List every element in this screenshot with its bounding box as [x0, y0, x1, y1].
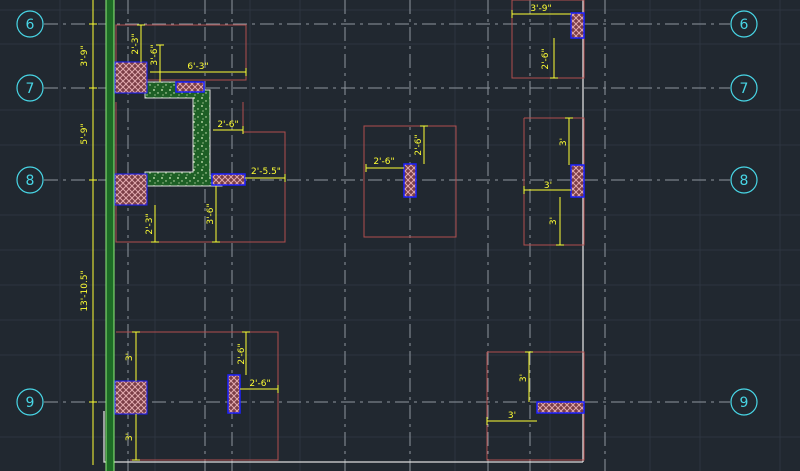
grid-label-8-right: 8 — [740, 173, 749, 189]
dim-3-9-right: 3'-9" — [530, 4, 551, 14]
dim-2-6-mid: 2'-6" — [217, 120, 238, 130]
dim-5-9-left: 5'-9" — [80, 123, 90, 144]
grid-bubble-6-right[interactable] — [730, 10, 758, 38]
dim-2-6-center-h: 2'-6" — [373, 157, 394, 167]
column-9-right — [536, 401, 585, 414]
dim-2-3-top: 2'-3" — [131, 33, 141, 54]
column-8-right — [570, 164, 585, 198]
grid-label-7-right: 7 — [740, 81, 749, 97]
column-7-wall — [114, 61, 148, 94]
dim-3-right-mid: 3' — [544, 181, 552, 191]
column-8-center — [403, 163, 417, 198]
dim-3-right-up: 3' — [559, 138, 569, 146]
dim-2-5-5: 2'-5.5" — [251, 167, 281, 177]
dim-2-6-bottom-v: 2'-6" — [237, 343, 247, 364]
dim-2-3-low: 2'-3" — [145, 213, 155, 234]
column-8-interior — [211, 173, 246, 186]
grid-bubble-9-right[interactable] — [730, 388, 758, 416]
dim-3-6-low: 3'-6" — [206, 203, 216, 224]
dim-3-br-v: 3' — [519, 374, 529, 382]
dim-3-bl-up: 3' — [125, 353, 135, 361]
dimension-lines — [89, 0, 573, 465]
footing-top-left — [115, 24, 247, 81]
dim-2-6-bottom-h: 2'-6" — [249, 379, 270, 389]
grid-label-8-left: 8 — [26, 173, 35, 189]
grid-bubbles — [16, 10, 758, 416]
footing-outlines — [115, 0, 585, 461]
grid-bubble-labels: 6 7 8 9 6 7 8 9 — [26, 17, 749, 411]
grid-label-6-right: 6 — [740, 17, 749, 33]
dimension-labels: 3'-9" 5'-9" 13'-10.5" 2'-3" 3'-6" 6'-3" … — [80, 4, 569, 441]
interior-wall — [144, 81, 223, 187]
grid-bubble-9-left[interactable] — [16, 388, 44, 416]
footing-mid-right — [523, 117, 585, 246]
grid-label-9-left: 9 — [26, 395, 35, 411]
dim-3-9-left: 3'-9" — [80, 45, 90, 66]
dim-2-6-right: 2'-6" — [541, 48, 551, 69]
grid-label-6-left: 6 — [26, 17, 35, 33]
dim-6-3: 6'-3" — [187, 62, 208, 72]
grid-bubble-6-left[interactable] — [16, 10, 44, 38]
grid-bubble-7-right[interactable] — [730, 74, 758, 102]
footing-center — [363, 125, 457, 238]
grid-label-7-left: 7 — [26, 81, 35, 97]
columns — [114, 12, 585, 415]
dim-13-10-5-left: 13'-10.5" — [80, 270, 90, 311]
grid-bubble-7-left[interactable] — [16, 74, 44, 102]
footing-bottom-left — [116, 331, 279, 461]
dim-2-6-center-v: 2'-6" — [414, 134, 424, 155]
dim-3-6-top: 3'-6" — [150, 44, 160, 65]
footing-top-right — [511, 0, 585, 79]
dim-3-br-h: 3' — [508, 411, 516, 421]
grid-label-9-right: 9 — [740, 395, 749, 411]
grid-bubble-8-left[interactable] — [16, 166, 44, 194]
column-9-wall — [114, 380, 148, 415]
slab-edge — [103, 0, 584, 463]
column-6-right — [570, 12, 585, 39]
left-wall — [105, 0, 115, 471]
column-7-interior — [175, 81, 205, 93]
dim-3-bl-low: 3' — [125, 433, 135, 441]
column-8-wall — [114, 173, 148, 206]
grid-bubble-8-right[interactable] — [730, 166, 758, 194]
column-9-interior — [227, 374, 241, 414]
dim-3-right-low: 3' — [549, 217, 559, 225]
